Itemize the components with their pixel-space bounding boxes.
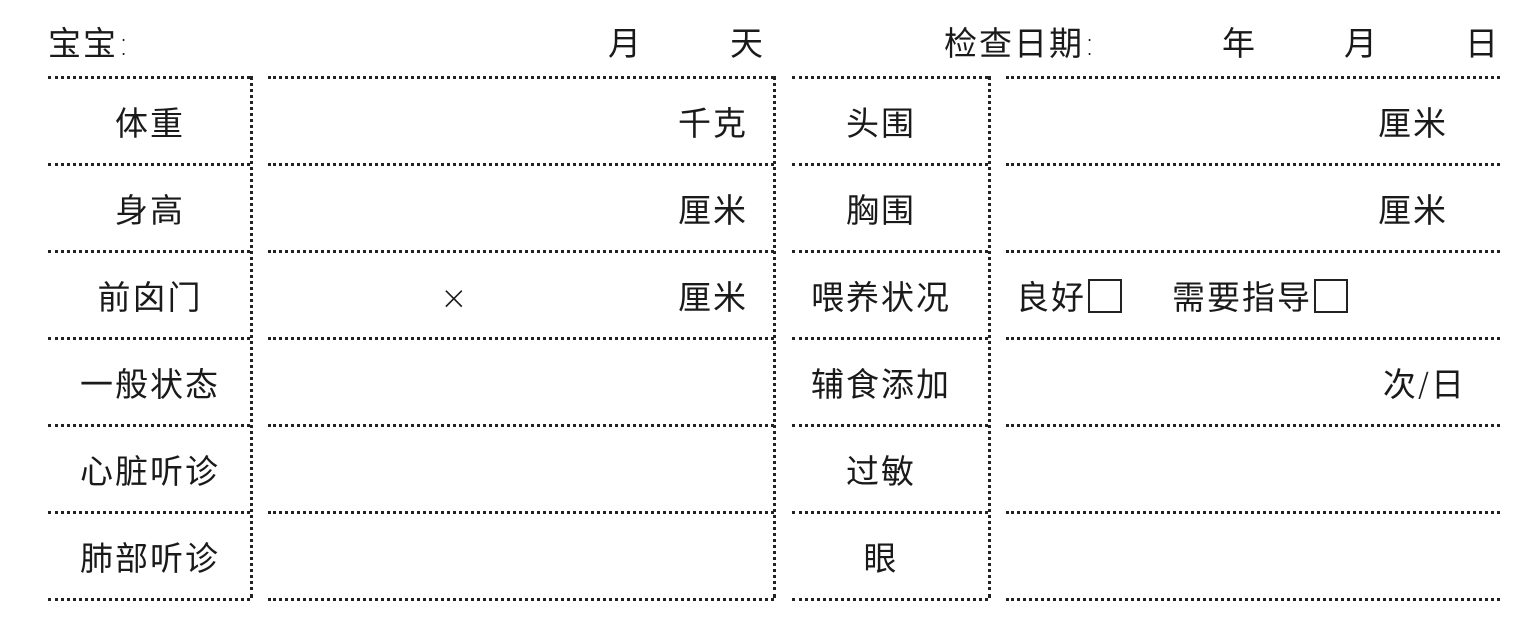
row-divider <box>1006 337 1500 340</box>
fontanelle-label: 前囟门 <box>97 278 203 317</box>
exam-date-label: 检查日期: <box>944 24 1098 63</box>
complementary-food-label: 辅食添加 <box>811 365 951 404</box>
feeding-status-label: 喂养状况 <box>811 278 951 317</box>
row-divider <box>268 250 774 253</box>
row-divider <box>268 598 774 601</box>
row-divider <box>48 250 250 253</box>
row-divider <box>792 250 988 253</box>
row-divider <box>48 511 250 514</box>
chest-circumference-label: 胸围 <box>846 191 916 230</box>
feeding-option-good[interactable]: 良好 <box>1016 278 1122 318</box>
row-divider <box>1006 424 1500 427</box>
column-divider <box>988 76 991 598</box>
day-label: 天 <box>730 24 765 63</box>
row-divider <box>792 598 988 601</box>
row-divider <box>48 163 250 166</box>
head-circumference-label: 头围 <box>846 104 916 143</box>
eye-label: 眼 <box>863 539 899 578</box>
exam-day-label: 日 <box>1465 24 1500 63</box>
row-divider <box>48 76 250 79</box>
chest-circumference-unit: 厘米 <box>1378 191 1448 230</box>
row-divider <box>792 76 988 79</box>
row-divider <box>268 163 774 166</box>
height-unit: 厘米 <box>678 191 748 230</box>
weight-unit: 千克 <box>678 104 748 143</box>
row-divider <box>268 76 774 79</box>
heart-auscultation-label: 心脏听诊 <box>80 452 220 491</box>
baby-age-label: 宝宝: <box>48 24 132 63</box>
column-divider <box>250 76 253 598</box>
row-divider <box>1006 76 1500 79</box>
exam-year-label: 年 <box>1222 24 1257 63</box>
row-divider <box>792 424 988 427</box>
row-divider <box>268 511 774 514</box>
row-divider <box>1006 163 1500 166</box>
head-circumference-unit: 厘米 <box>1378 104 1448 143</box>
lung-auscultation-label: 肺部听诊 <box>80 539 220 578</box>
row-divider <box>1006 511 1500 514</box>
row-divider <box>48 424 250 427</box>
row-divider <box>268 337 774 340</box>
allergy-label: 过敏 <box>846 452 916 491</box>
complementary-food-unit: 次/日 <box>1382 365 1466 404</box>
fontanelle-unit: 厘米 <box>678 278 748 317</box>
fontanelle-times-sign: × <box>440 278 470 317</box>
row-divider <box>1006 250 1500 253</box>
row-divider <box>792 163 988 166</box>
general-status-label: 一般状态 <box>80 365 220 404</box>
row-divider <box>1006 598 1500 601</box>
height-label: 身高 <box>115 191 185 230</box>
column-divider <box>773 76 776 598</box>
feeding-guidance-checkbox[interactable] <box>1314 279 1348 313</box>
month-label: 月 <box>608 24 643 63</box>
row-divider <box>48 337 250 340</box>
row-divider <box>48 598 250 601</box>
feeding-option-good-label: 良好 <box>1016 278 1086 317</box>
feeding-good-checkbox[interactable] <box>1088 279 1122 313</box>
row-divider <box>268 424 774 427</box>
weight-label: 体重 <box>115 104 185 143</box>
row-divider <box>792 511 988 514</box>
feeding-option-guidance-label: 需要指导 <box>1172 278 1312 317</box>
exam-month-label: 月 <box>1344 24 1379 63</box>
row-divider <box>792 337 988 340</box>
feeding-option-guidance[interactable]: 需要指导 <box>1172 278 1348 318</box>
